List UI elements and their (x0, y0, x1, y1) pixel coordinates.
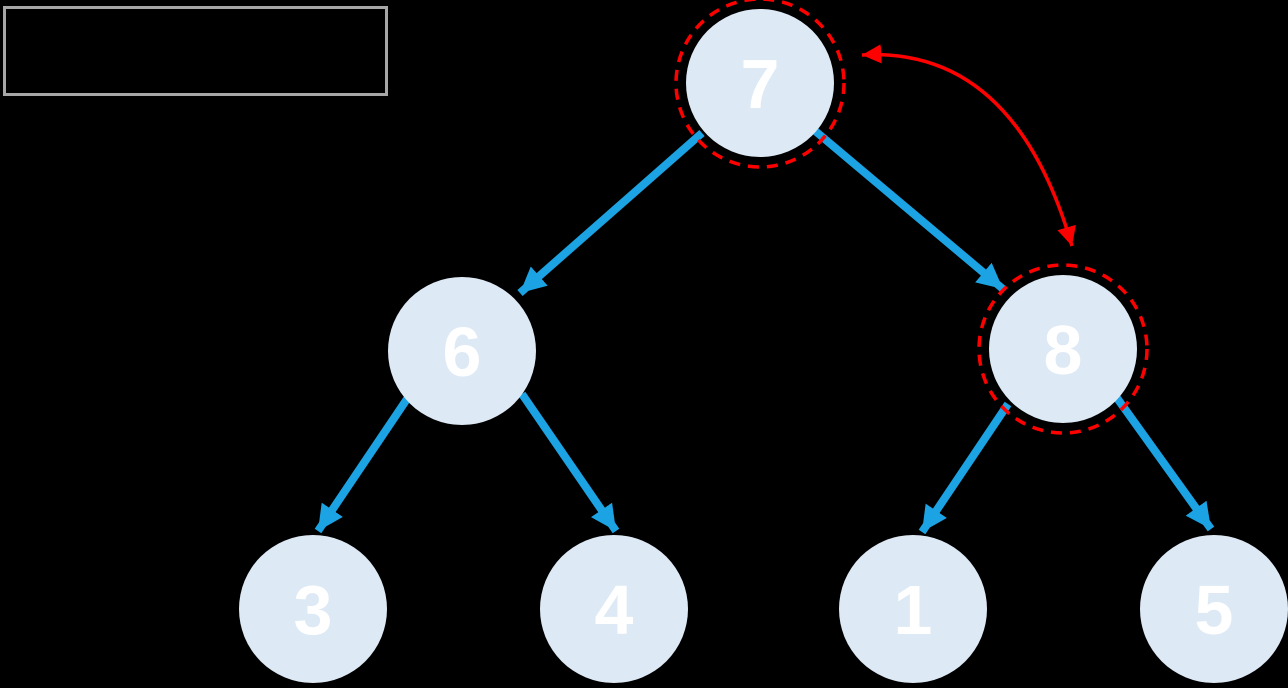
tree-node-4: 4 (540, 535, 688, 683)
legend-box (3, 6, 388, 96)
node-value: 1 (894, 571, 933, 649)
node-circle (686, 9, 834, 157)
tree-node-6: 6 (388, 277, 536, 425)
tree-node-3: 3 (239, 535, 387, 683)
node-circle (989, 275, 1137, 423)
node-value: 7 (741, 45, 780, 123)
node-value: 5 (1195, 571, 1234, 649)
node-circle (540, 535, 688, 683)
edge-n8-n1 (918, 401, 1012, 535)
tree-node-8: 8 (989, 275, 1137, 423)
tree-nodes: 7 6 8 3 4 1 5 (239, 9, 1288, 683)
tree-node-1: 1 (839, 535, 987, 683)
node-value: 6 (443, 313, 482, 391)
swap-arrow (861, 44, 1076, 247)
node-value: 8 (1044, 311, 1083, 389)
tree-node-5: 5 (1140, 535, 1288, 683)
node-circle (839, 535, 987, 683)
edge-n8-n5 (1113, 395, 1215, 532)
highlight-rings (674, 0, 1149, 435)
node-value: 3 (294, 571, 333, 649)
node-value: 4 (595, 571, 634, 649)
tree-edges (314, 126, 1215, 535)
node-circle (1140, 535, 1288, 683)
node-circle (239, 535, 387, 683)
highlight-ring-7 (674, 0, 846, 169)
node-circle (388, 277, 536, 425)
highlight-ring-8 (977, 263, 1149, 435)
edge-n7-n8 (811, 126, 1006, 293)
edge-n6-n4 (518, 391, 620, 534)
tree-node-7: 7 (686, 9, 834, 157)
edge-n7-n6 (517, 129, 705, 297)
edge-n6-n3 (314, 393, 413, 534)
